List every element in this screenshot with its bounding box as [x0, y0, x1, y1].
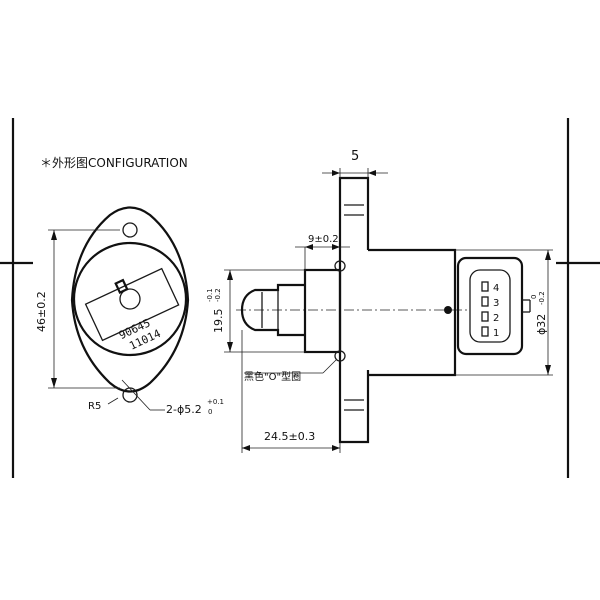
dim-24-arrow-r — [332, 445, 340, 451]
pin-box-1 — [481, 326, 489, 337]
front-body-circle — [72, 241, 188, 357]
pin-box-2 — [481, 311, 489, 322]
oring-bottom — [334, 350, 346, 362]
side-plunger — [240, 283, 305, 337]
pin-label-1: 1 — [493, 328, 499, 339]
side-view: 4 3 2 1 5 9±0.2 — [206, 149, 553, 453]
dim-top: 5 — [351, 149, 359, 164]
dim-plunger-tol-upper: -0.1 — [206, 288, 214, 302]
dim-9-arrow-l — [305, 244, 313, 250]
dim-32-arrow-top — [545, 250, 551, 260]
front-connector-rect — [84, 267, 180, 342]
oring-leader — [322, 359, 337, 374]
side-pin-dot — [444, 306, 452, 314]
dim-length: 24.5±0.3 — [264, 430, 315, 443]
side-flange-bottom — [338, 370, 370, 444]
dim-5-arrow-r — [368, 170, 376, 176]
side-connector-housing — [456, 256, 524, 356]
pin-box-4 — [481, 281, 489, 292]
front-flange-outline — [70, 206, 190, 393]
dim-body-tol-upper: 0 — [530, 295, 538, 299]
mounting-hole-top — [122, 222, 138, 238]
pin-list: 4 3 2 1 — [481, 281, 499, 339]
pin-box-3 — [481, 296, 489, 307]
dim-32-arrow-bottom — [545, 365, 551, 375]
dim-24-arrow-l — [242, 445, 250, 451]
front-hole-tol-upper: +0.1 — [207, 398, 224, 406]
dim-19-arrow-bottom — [227, 342, 233, 352]
front-inner-circle — [119, 288, 141, 310]
front-view: 90645 11014 46±0.2 R5 2-ϕ5.2 +0.1 0 — [35, 206, 224, 416]
front-radius-label: R5 — [88, 401, 101, 412]
dim-flange: 9±0.2 — [308, 234, 339, 245]
dim-body: ϕ32 — [535, 314, 548, 335]
side-flange-top — [338, 176, 370, 250]
side-collar — [303, 268, 342, 354]
front-hole-leader — [121, 379, 151, 411]
front-dim-arrow-top — [51, 230, 57, 240]
pin-label-3: 3 — [493, 298, 499, 309]
side-connector-inner — [469, 269, 511, 343]
front-dim-height: 46±0.2 — [35, 291, 48, 332]
page-title: ＊外形图CONFIGURATION — [40, 156, 188, 170]
dim-plunger-tol-lower: -0.2 — [214, 288, 222, 302]
dim-plunger: 19.5 — [212, 309, 225, 334]
dim-5-arrow-l — [332, 170, 340, 176]
oring-top — [334, 260, 346, 272]
pin-label-2: 2 — [493, 313, 499, 324]
dim-body-tol-lower: -0.2 — [538, 291, 546, 305]
oring-note: 黑色"O"型圈 — [244, 370, 301, 383]
front-hole-tol-lower: 0 — [208, 408, 212, 416]
mounting-hole-bottom — [122, 387, 138, 403]
dim-9-arrow-r — [332, 244, 340, 250]
dim-19-arrow-top — [227, 270, 233, 280]
front-radius-leader — [107, 397, 119, 405]
pin-label-4: 4 — [493, 283, 499, 294]
front-dim-arrow-bottom — [51, 378, 57, 388]
side-main-body — [368, 248, 457, 377]
front-hole-dim: 2-ϕ5.2 — [166, 403, 202, 416]
front-connector-slot — [114, 278, 129, 295]
